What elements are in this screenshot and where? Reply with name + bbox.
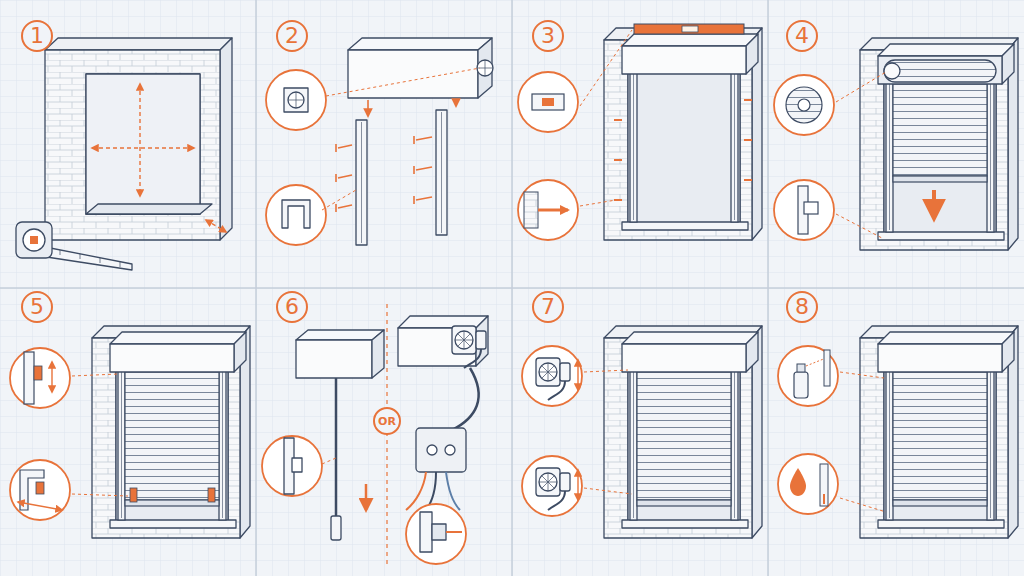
measure-opening [16, 38, 232, 270]
crank-or-motor [262, 304, 488, 564]
step-number-circle: 6 [276, 291, 308, 323]
level-and-fix [518, 24, 762, 240]
box-and-rails [266, 38, 493, 245]
step-number: OR [378, 416, 396, 427]
step-number: 5 [30, 296, 44, 318]
step-number: 1 [30, 25, 44, 47]
step-number-circle: 2 [276, 20, 308, 52]
step-number-circle: OR [373, 407, 401, 435]
step-number: 3 [541, 25, 555, 47]
step-number: 2 [285, 25, 299, 47]
stoppers-and-clips [10, 326, 250, 538]
step-number-circle: 4 [786, 20, 818, 52]
motor-limit-settings [522, 326, 762, 538]
step-number-circle: 5 [21, 291, 53, 323]
step-number-circle: 1 [21, 20, 53, 52]
step-number: 6 [285, 296, 299, 318]
insert-shutter [774, 38, 1018, 250]
step-number-circle: 7 [532, 291, 564, 323]
step-number-circle: 8 [786, 291, 818, 323]
step-number: 7 [541, 296, 555, 318]
step-number: 4 [795, 25, 809, 47]
lubricate [778, 326, 1018, 538]
step-number: 8 [795, 296, 809, 318]
step-number-circle: 3 [532, 20, 564, 52]
